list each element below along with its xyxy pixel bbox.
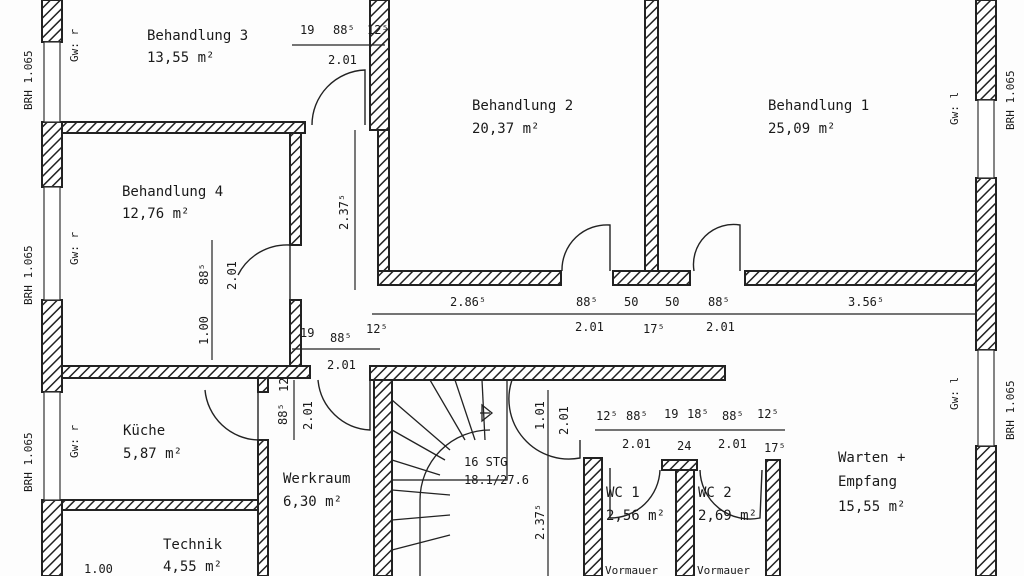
dim-2-01: 2.01 [225,261,239,290]
dim-88-5: 88⁵ [333,23,355,37]
dim-2-01: 2.01 [557,406,571,435]
room-name-behandlung4: Behandlung 4 [122,184,223,200]
room-name-behandlung1: Behandlung 1 [768,98,869,114]
dim-50: 50 [624,295,638,309]
dim-19: 19 [300,326,314,340]
room-name-wc1: WC 1 [606,485,640,501]
room-area-wc1: 2,56 m² [606,508,665,524]
doors [204,69,763,520]
room-area-behandlung3: 13,55 m² [147,50,214,66]
dim-2-01: 2.01 [718,437,747,451]
dim-1-01: 1.01 [533,401,547,430]
gw-label-5: Gw: l [948,377,961,410]
dim-2-37-5: 2.37⁵ [533,504,547,540]
brh-label-5: BRH 1.065 [1004,380,1017,440]
dim-2-86-5: 2.86⁵ [450,295,486,309]
room-name-behandlung3: Behandlung 3 [147,28,248,44]
dim-19: 19 [664,407,678,421]
dim-50: 50 [665,295,679,309]
room-area-kueche: 5,87 m² [123,446,182,462]
gw-label-4: Gw: l [948,92,961,125]
dim-17-5: 17⁵ [643,322,665,336]
room-area-wc2: 2,69 m² [698,508,757,524]
dim-12: 12 [277,378,291,392]
windows [43,41,995,501]
brh-label-2: BRH 1.065 [22,245,35,305]
label-vormauer-2: Vormauer [697,564,750,576]
room-area-warten: 15,55 m² [838,499,905,515]
room-name-werkraum: Werkraum [283,471,350,487]
room-name-kueche: Küche [123,423,165,439]
dim-1-00: 1.00 [84,562,113,576]
dim-88-5: 88⁵ [626,409,648,423]
gw-label-1: Gw: r [68,29,81,62]
dim-88-5: 88⁵ [708,295,730,309]
dim-12-5: 12⁵ [366,322,388,336]
stair-steps: 16 STG [464,455,507,469]
dim-18-5: 18⁵ [687,407,709,421]
gw-label-2: Gw: r [68,232,81,265]
room-name-behandlung2: Behandlung 2 [472,98,573,114]
brh-label-1: BRH 1.065 [22,50,35,110]
dim-12-5: 12⁵ [757,407,779,421]
dim-88-5: 88⁵ [330,331,352,345]
dim-88-5: 88⁵ [197,263,211,285]
room-name-empfang: Empfang [838,474,897,490]
room-name-wc2: WC 2 [698,485,732,501]
dim-2-01: 2.01 [575,320,604,334]
dim-17-5: 17⁵ [764,441,786,455]
room-name-technik: Technik [163,537,223,553]
room-area-werkraum: 6,30 m² [283,494,342,510]
dim-2-37-5: 2.37⁵ [337,194,351,230]
brh-label-3: BRH 1.065 [22,432,35,492]
dim-88-5: 88⁵ [576,295,598,309]
dim-2-01: 2.01 [706,320,735,334]
dim-12-5: 12⁵ [596,409,618,423]
dim-2-01: 2.01 [328,53,357,67]
walls [41,0,997,576]
room-area-behandlung4: 12,76 m² [122,206,189,222]
dim-1-00: 1.00 [197,316,211,345]
label-vormauer-1: Vormauer [605,564,658,576]
staircase [391,379,508,576]
stair-ratio: 18.1/27.6 [464,473,529,487]
dim-88-5: 88⁵ [722,409,744,423]
dimension-lines [211,44,976,576]
dim-2-01: 2.01 [301,401,315,430]
room-area-technik: 4,55 m² [163,559,222,575]
dim-24: 24 [677,439,691,453]
dim-19: 19 [300,23,314,37]
brh-label-4: BRH 1.065 [1004,70,1017,130]
dim-12-5: 12⁵ [367,23,389,37]
gw-label-3: Gw: r [68,425,81,458]
room-name-warten: Warten + [838,450,905,466]
dim-88-5: 88⁵ [276,403,290,425]
dim-2-01: 2.01 [327,358,356,372]
dim-2-01: 2.01 [622,437,651,451]
room-area-behandlung1: 25,09 m² [768,121,835,137]
room-area-behandlung2: 20,37 m² [472,121,539,137]
dim-3-56-5: 3.56⁵ [848,295,884,309]
